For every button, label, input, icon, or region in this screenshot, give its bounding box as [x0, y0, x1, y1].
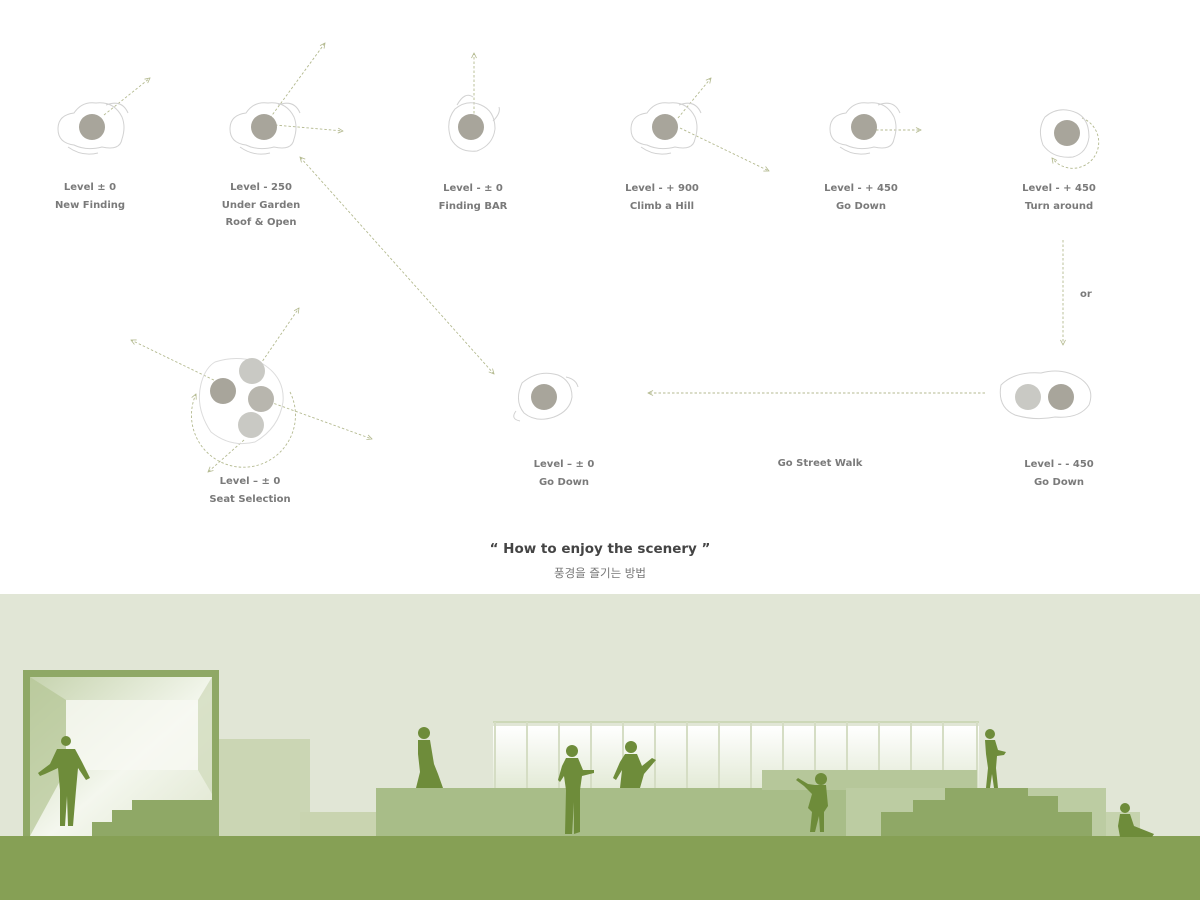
arrow-seat-dl [208, 439, 245, 472]
silhouette-child-on-steps [985, 729, 1006, 788]
silhouette-woman-center [558, 745, 594, 834]
ground [0, 836, 1200, 900]
person-climb-hill [630, 102, 702, 155]
arrow-turn-around [1052, 117, 1100, 169]
person-level-minus-450 [999, 370, 1092, 420]
person-go-down [829, 102, 901, 155]
silhouettes [38, 727, 1154, 837]
person-under-garden [229, 102, 301, 155]
silhouette-man-in-room [38, 736, 90, 826]
arrow-under-garden-right [274, 124, 343, 131]
silhouette-woman-gesturing [613, 741, 656, 788]
silhouette-child [796, 773, 828, 832]
person-turn-around [1039, 109, 1090, 158]
arrow-climb-hill-down [679, 127, 769, 171]
arrow-under-garden-up [269, 43, 325, 119]
arrow-climb-hill-up [677, 78, 711, 119]
person-new-finding [57, 102, 129, 155]
person-go-down-left [513, 372, 579, 422]
silhouette-sitting-person [1118, 803, 1154, 837]
diagram-title: “ How to enjoy the scenery ” [489, 541, 711, 557]
arrow-diagonal-back [300, 157, 494, 374]
flow-diagram [57, 0, 1100, 600]
label-or: or [1080, 289, 1092, 300]
diagram-subtitle: 풍경을 즐기는 방법 [554, 566, 646, 580]
room-structure [23, 670, 380, 836]
arrow-seat-circle [191, 391, 296, 468]
arrow-seat-ul [131, 340, 223, 385]
section-scene [0, 594, 1200, 900]
flow-arrows [103, 43, 1100, 472]
person-finding-bar [448, 94, 500, 152]
person-seat-selection [198, 358, 284, 445]
arrow-new-finding [103, 78, 150, 116]
arrow-seat-ur [254, 308, 299, 373]
arrow-seat-r [269, 401, 372, 439]
silhouette-standing-woman-left [416, 727, 443, 788]
label-street-walk: Go Street Walk [777, 458, 863, 469]
platforms [376, 770, 1140, 836]
